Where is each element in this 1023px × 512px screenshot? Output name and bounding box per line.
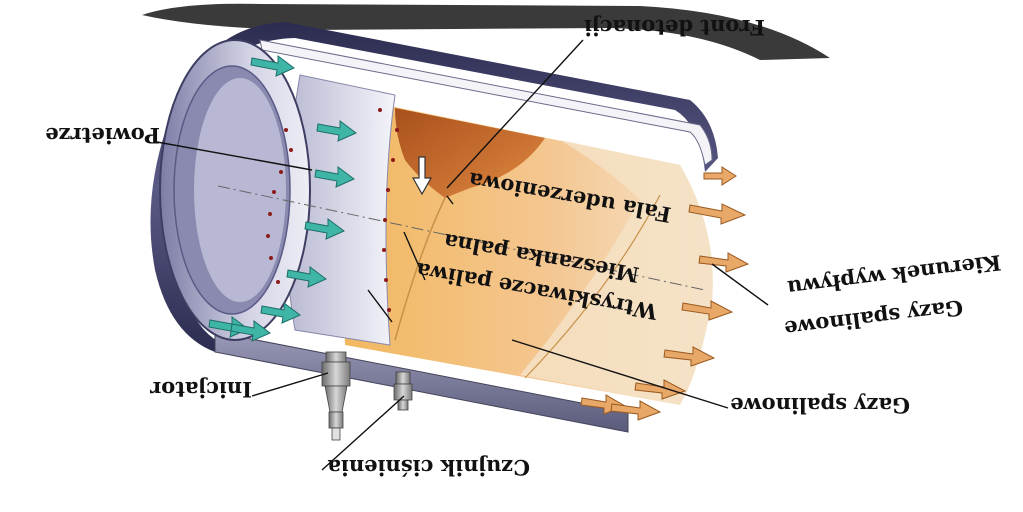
igniter-device xyxy=(321,351,351,441)
label-powietrze: Powietrze xyxy=(45,123,160,148)
label-inicjator: Inicjator xyxy=(149,377,252,402)
label-czujnik-cisnienia: Czujnik ciśnienia xyxy=(327,455,530,480)
air-inflow-arrows xyxy=(208,55,357,342)
pressure-sensor-device xyxy=(393,371,413,411)
label-front-detonacji: Front detonacji xyxy=(584,15,765,40)
shock-wave-boundary xyxy=(394,197,446,341)
base-plate xyxy=(214,331,629,433)
label-gazy-spalinowe-right: Gazy spalinowe xyxy=(783,295,964,342)
leader-lines xyxy=(156,39,769,471)
fuel-injector-dots xyxy=(266,108,399,312)
casing-shadow xyxy=(142,3,830,60)
engine-centerline xyxy=(217,185,706,291)
casing-top-lip xyxy=(259,39,713,166)
inlet-inner-shade xyxy=(194,78,286,302)
detonation-front-region xyxy=(395,108,545,198)
exhaust-gas-region xyxy=(520,140,713,405)
exhaust-boundary xyxy=(524,194,661,379)
label-kierunek-wyplywu: Kierunek wypływu xyxy=(786,250,1002,301)
shock-wave-arrow xyxy=(411,156,433,196)
exhaust-outflow-arrows xyxy=(580,166,750,421)
label-gazy-spalinowe-bottom: Gazy spalinowe xyxy=(730,393,910,418)
